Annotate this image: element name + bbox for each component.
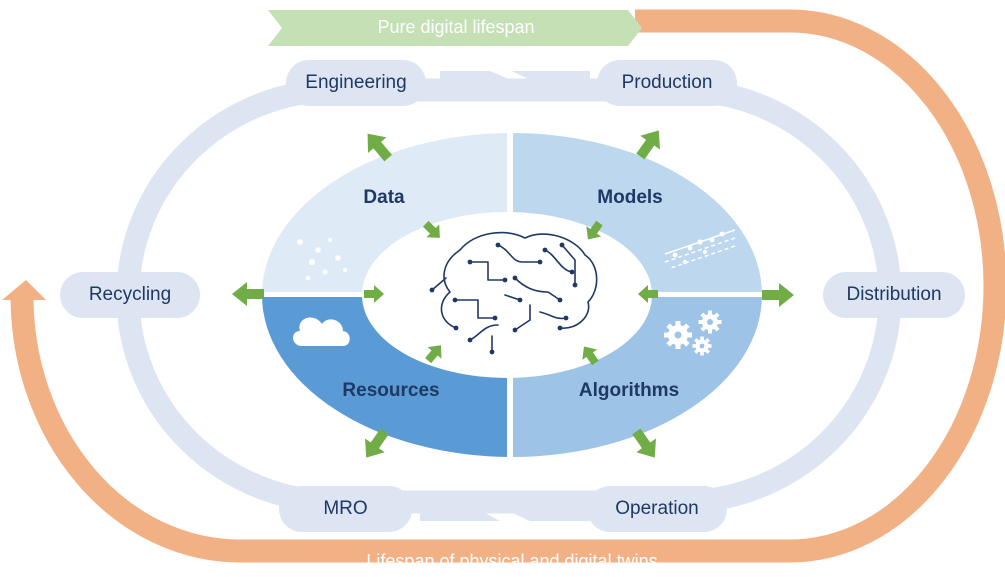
- arrow-left-in: [364, 285, 384, 303]
- top-banner-shape: [268, 10, 642, 46]
- arrow-to-mro: [365, 428, 389, 458]
- arrow-to-operation: [632, 428, 656, 458]
- regression-lines-icon: [665, 229, 735, 268]
- scattered-dots-icon: [297, 237, 347, 281]
- top-banner-label: Pure digital lifespan: [377, 17, 535, 37]
- quadrant-label-models: Models: [597, 187, 663, 208]
- arrow-to-distribution: [762, 283, 794, 307]
- arrow-resources-in: [425, 345, 442, 364]
- stage-distribution: Distribution: [823, 272, 965, 318]
- brain-circuit-icon: [431, 231, 598, 353]
- stage-recycling: Recycling: [60, 272, 200, 318]
- bottom-chevron-right: [504, 497, 590, 521]
- orange-loop-arrowhead: [2, 280, 46, 300]
- arrow-right-in: [638, 285, 658, 303]
- bottom-chevron-left: [420, 497, 500, 521]
- orange-loop: [10, 9, 1005, 563]
- top-chevron-right: [512, 71, 590, 95]
- stage-engineering: Engineering: [286, 60, 426, 106]
- quadrant-label-data: Data: [363, 187, 405, 208]
- gears-icon: [664, 310, 722, 356]
- quadrant-label-resources: Resources: [342, 380, 440, 401]
- stage-production: Production: [597, 60, 737, 106]
- arrow-to-engineering: [367, 133, 392, 162]
- quadrant-label-algorithms: Algorithms: [578, 380, 680, 401]
- bottom-banner-label: Lifespan of physical and digital twins: [366, 551, 658, 571]
- green-arrows: [232, 130, 794, 458]
- arrow-algorithms-in: [582, 346, 599, 366]
- brain-circuit-nodes: [429, 242, 578, 355]
- top-chevron-left: [440, 71, 518, 95]
- arrow-to-recycling: [232, 282, 264, 306]
- cloud-icon: [293, 317, 350, 346]
- arrow-to-production: [636, 130, 660, 160]
- arrow-models-in: [586, 220, 603, 240]
- stage-mro: MRO: [279, 486, 412, 532]
- arrow-data-in: [422, 220, 440, 238]
- stage-operation: Operation: [587, 486, 727, 532]
